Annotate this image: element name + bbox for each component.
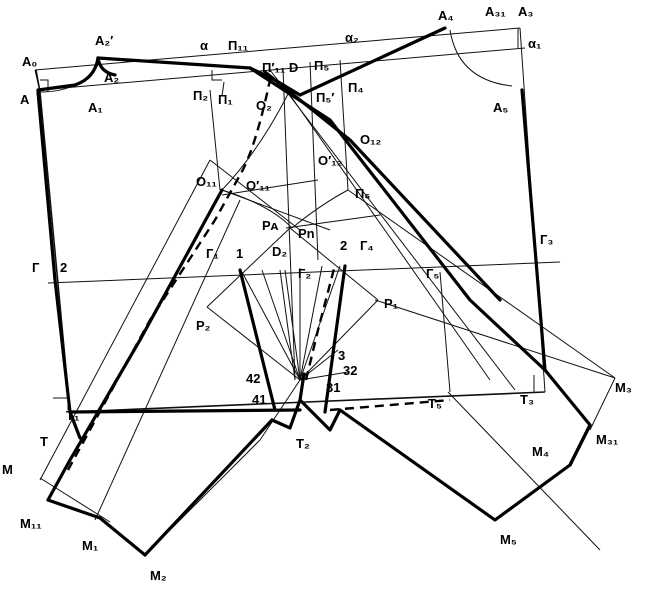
point-labels: A₀ A₂′ A A₂ A₁ α П₁₁ α₂ A₄ A₃₁ A₃ α₁ П′₁… (2, 4, 632, 583)
label-M4: M₄ (532, 444, 549, 459)
label-a1: α₁ (528, 36, 541, 51)
label-T5: T₅ (428, 396, 442, 411)
label-G1: Г₁ (206, 246, 219, 261)
label-G2: Г₂ (298, 266, 311, 281)
label-M2: M₂ (150, 568, 167, 583)
label-O2: O₂ (256, 98, 272, 113)
label-A: A (20, 92, 30, 107)
label-T1: T₁ (66, 408, 79, 423)
label-T3: T₃ (520, 392, 534, 407)
label-O11: O₁₁ (196, 174, 217, 189)
main-outline (35, 69, 546, 413)
label-A2p: A₂′ (95, 33, 113, 48)
label-P5: П₅ (314, 58, 329, 73)
label-n31: 31 (326, 380, 340, 395)
label-G3: Г₃ (540, 232, 553, 247)
label-T: T (40, 434, 48, 449)
label-D2: D₂ (272, 244, 287, 259)
label-P2: П₂ (193, 88, 208, 103)
pattern-contours (36, 26, 592, 557)
label-n2a: 2 (60, 260, 67, 275)
label-A5: A₅ (493, 100, 508, 115)
label-P6: П₆ (355, 186, 370, 201)
label-A2: A₂ (104, 70, 119, 85)
label-A3: A₃ (518, 4, 533, 19)
label-P11pD: П′₁₁ D (262, 60, 298, 75)
label-P1: П₁ (218, 92, 233, 107)
label-P1r: P₁ (384, 296, 398, 311)
label-a: α (200, 38, 208, 53)
label-n2b: 2 (340, 238, 347, 253)
label-A1: A₁ (88, 100, 103, 115)
label-n42: 42 (246, 371, 260, 386)
label-n3: 3 (338, 348, 345, 363)
label-O11p: O′₁₁ (246, 178, 270, 193)
label-P4: П₄ (348, 80, 364, 95)
label-Pn: Pn (298, 226, 315, 241)
label-a2: α₂ (345, 30, 359, 45)
label-M31: M₃₁ (596, 432, 618, 447)
label-n32: 32 (343, 363, 357, 378)
label-G: Г (32, 260, 40, 275)
label-P5p: П₅′ (316, 90, 334, 105)
label-M11: M₁₁ (20, 516, 42, 531)
label-O12p: O′₁₂ (318, 153, 343, 168)
label-M5: M₅ (500, 532, 517, 547)
label-M3: M₃ (615, 380, 632, 395)
label-PA: Pᴀ (262, 218, 279, 233)
label-M1: M₁ (82, 538, 98, 553)
label-O12: O₁₂ (360, 132, 381, 147)
construction-lines (34, 27, 616, 556)
label-P2l: P₂ (196, 318, 211, 333)
label-n1: 1 (236, 246, 243, 261)
label-A31: A₃₁ (485, 4, 506, 19)
label-n41: 41 (252, 392, 266, 407)
label-A4: A₄ (438, 8, 454, 23)
label-G4: Г₄ (360, 238, 374, 253)
dashed-lines (66, 79, 451, 471)
label-G5: Г₅ (426, 266, 439, 281)
label-T2: T₂ (296, 436, 310, 451)
label-M: M (2, 462, 13, 477)
label-A0: A₀ (22, 54, 37, 69)
label-P11: П₁₁ (228, 38, 248, 53)
